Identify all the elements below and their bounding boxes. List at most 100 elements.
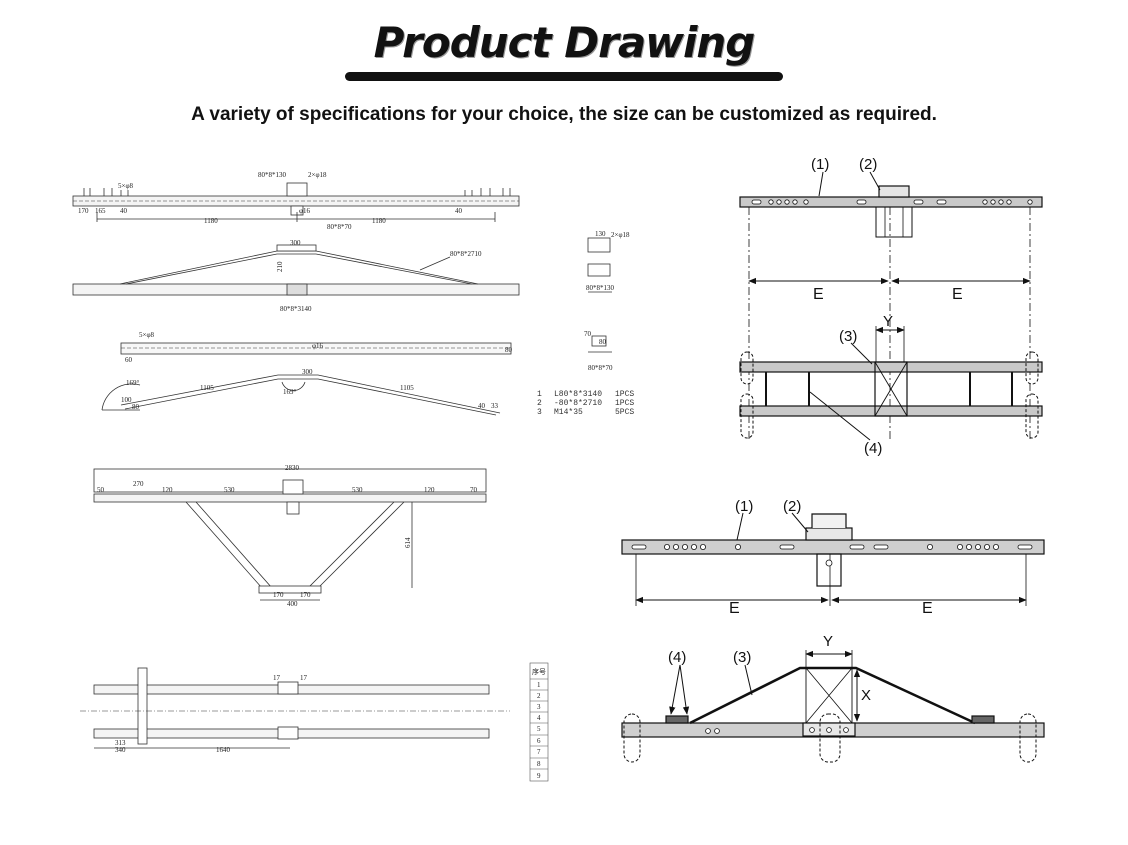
d1-phi16: φ16	[299, 207, 311, 215]
callout-4: (4)	[864, 440, 882, 457]
parts-list-no: 3	[537, 408, 542, 417]
d2-dim-300: 300	[302, 368, 313, 376]
d1-dim-210: 210	[276, 261, 284, 272]
parts-list-qty: 5PCS	[615, 408, 634, 417]
d3-dim-530a: 530	[224, 486, 235, 494]
drawing4-table	[529, 662, 549, 782]
d3-dim-70: 70	[470, 486, 478, 494]
parts-list-no: 2	[537, 399, 542, 408]
parts-list-qty: 1PCS	[615, 390, 634, 399]
pd-dim-130: 130	[595, 230, 606, 238]
d1-dim-1180b: 1180	[372, 217, 386, 225]
callout-1-b: (1)	[735, 498, 753, 515]
callout-2-b: (2)	[783, 498, 801, 515]
d1-plate-bottom: 80*8*70	[327, 223, 352, 231]
dim-Y: Y	[883, 313, 893, 330]
d4-dim-340: 340	[115, 746, 126, 754]
title-underline	[345, 72, 783, 81]
d1-angle-label: 80*8*3140	[280, 305, 312, 313]
d3-dim-50: 50	[97, 486, 105, 494]
drawing4	[80, 667, 510, 749]
right-diagram-top	[739, 171, 1043, 440]
d2-angle-b: 169°	[283, 388, 297, 396]
d2-phi16: φ16	[312, 342, 324, 350]
table-header: 序号	[532, 667, 546, 676]
side-clamps	[623, 713, 1037, 763]
front-beam-holes	[631, 544, 1033, 567]
dim-Y-b: Y	[823, 633, 833, 650]
d3-dim-170b: 170	[300, 591, 311, 599]
page-title: Product Drawing	[373, 18, 756, 67]
table-row: 2	[537, 692, 541, 700]
side-beam-holes	[705, 727, 849, 734]
d4-dim-17b: 17	[300, 674, 308, 682]
d4-dim-1640: 1640	[216, 746, 231, 754]
d1-dim-300: 300	[290, 239, 301, 247]
drawing1-plan	[72, 182, 520, 222]
table-row: 5	[537, 725, 541, 733]
callout-4-b: (4)	[668, 649, 686, 666]
d2-dim-60: 60	[125, 356, 133, 364]
d2-dim-1105b: 1105	[400, 384, 414, 392]
part-details	[587, 237, 612, 353]
callout-2: (2)	[859, 156, 877, 173]
pd-dim-80: 80	[599, 338, 607, 346]
d3-dim-400: 400	[287, 600, 298, 608]
table-row: 9	[537, 772, 541, 780]
d1-left-holes: 5×φ8	[118, 182, 133, 190]
d3-dim-614: 614	[404, 537, 412, 548]
dim-X: X	[861, 687, 871, 704]
d2-dim-80b: 80	[132, 403, 140, 411]
drawing1-elevation	[72, 244, 520, 296]
d1-brace-label: 80*8*2710	[450, 250, 482, 258]
d2-dim-33: 33	[491, 402, 499, 410]
d3-dim-120b: 120	[424, 486, 435, 494]
drawing2	[101, 342, 512, 416]
dim-E: E	[952, 286, 963, 303]
dim-E-b: E	[729, 600, 740, 617]
d1-dim-1180a: 1180	[204, 217, 218, 225]
callout-3: (3)	[839, 328, 857, 345]
d1-dim-165: 165	[95, 207, 106, 215]
parts-list-spec: L80*8*3140	[554, 390, 602, 399]
callout-3-b: (3)	[733, 649, 751, 666]
d1-hole-label: 2×φ18	[308, 171, 327, 179]
d3-dim-120a: 120	[162, 486, 173, 494]
right-diagram-front	[621, 512, 1045, 606]
d3-dim-270: 270	[133, 480, 144, 488]
d4-dim-313: 313	[115, 739, 126, 747]
parts-list-qty: 1PCS	[615, 399, 634, 408]
d1-dim-170: 170	[78, 207, 89, 215]
d2-dim-100: 100	[121, 396, 132, 404]
right-diagram-rails	[739, 326, 1043, 441]
table-row: 7	[537, 748, 541, 756]
table-row: 3	[537, 703, 541, 711]
d3-dim-530b: 530	[352, 486, 363, 494]
rail-clamps	[740, 351, 1039, 439]
d2-holes: 5×φ8	[139, 331, 154, 339]
d1-plate-label: 80*8*130	[258, 171, 287, 179]
d1-dim-40b: 40	[455, 207, 463, 215]
table-row: 8	[537, 760, 541, 768]
table-row: 4	[537, 714, 541, 722]
parts-list-no: 1	[537, 390, 542, 399]
dim-E: E	[813, 286, 824, 303]
page-subtitle: A variety of specifications for your cho…	[191, 104, 937, 125]
callout-1: (1)	[811, 156, 829, 173]
pd-plate1: 80*8*130	[586, 284, 615, 292]
pd-plate2: 80*8*70	[588, 364, 613, 372]
top-beam-holes	[751, 199, 1033, 205]
d2-angle-a: 169°	[126, 379, 140, 387]
d2-dim-1105a: 1105	[200, 384, 214, 392]
table-row: 1	[537, 681, 541, 689]
pd-dim-70: 70	[584, 330, 592, 338]
parts-list-spec: -80*8*2710	[554, 399, 602, 408]
d4-dim-17a: 17	[273, 674, 281, 682]
d1-dim-40: 40	[120, 207, 128, 215]
dim-E-b: E	[922, 600, 933, 617]
drawing3	[93, 468, 487, 601]
pd-holes: 2×φ18	[611, 231, 630, 239]
d2-dim-40: 40	[478, 402, 486, 410]
table-row: 6	[537, 737, 541, 745]
